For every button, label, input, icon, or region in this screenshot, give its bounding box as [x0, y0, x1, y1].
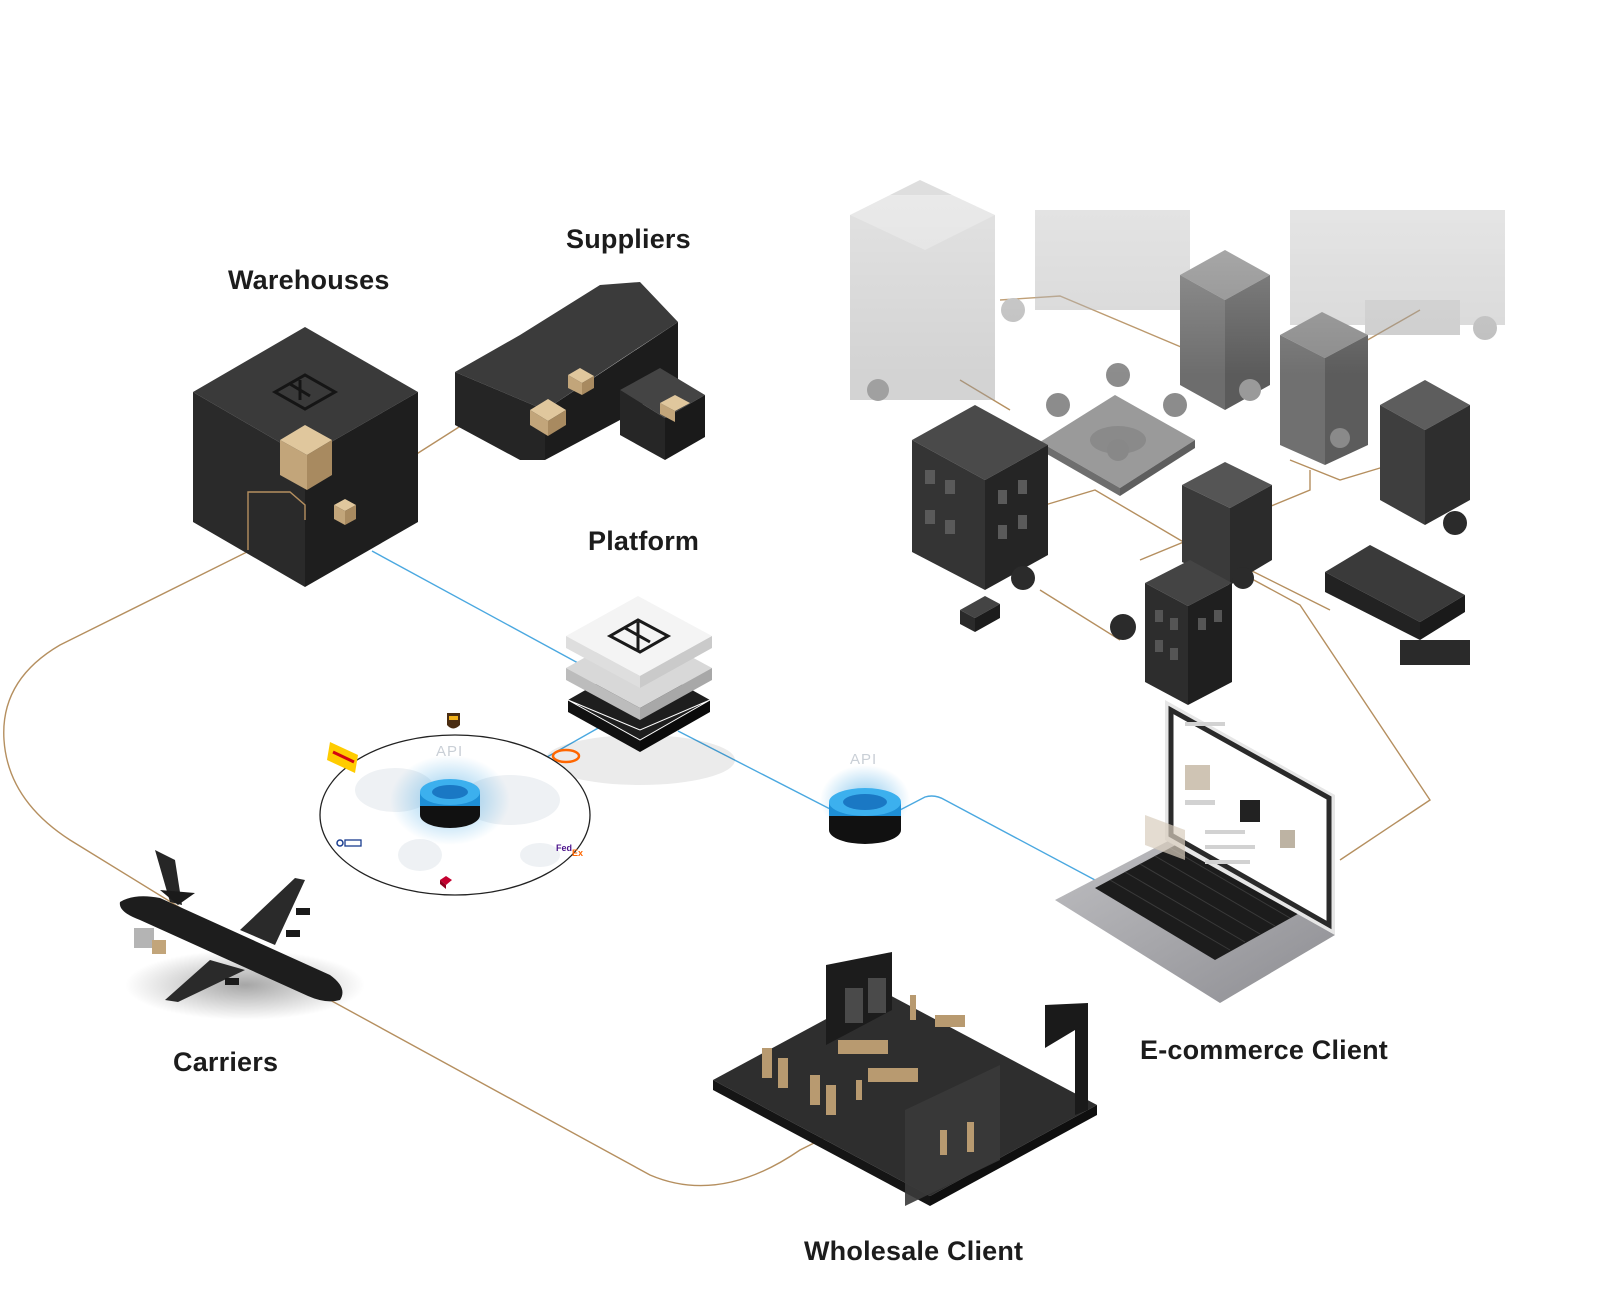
ecommerce-client-label: E-commerce Client — [1140, 1035, 1388, 1065]
warehouse-logo-icon — [271, 373, 339, 411]
warehouses-label: Warehouses — [228, 265, 390, 295]
node-labels: Warehouses Suppliers Platform Carriers E… — [173, 224, 1388, 1266]
ups-logo-icon — [447, 713, 460, 729]
supplier-gold-box-3 — [660, 395, 690, 422]
carrier-airplane — [119, 850, 365, 1020]
warehouse-cube — [193, 327, 418, 587]
gold-box-large — [280, 425, 332, 490]
platform-stack — [545, 596, 735, 785]
carrier-api-hub: API Fed Ex — [319, 713, 591, 896]
fedex-logo-icon: Fed Ex — [556, 843, 583, 858]
gold-box-small — [334, 499, 356, 525]
tnt-logo-icon — [551, 748, 581, 764]
link-city-grid-7 — [1289, 459, 1391, 481]
suppliers-label: Suppliers — [566, 224, 691, 254]
city-building-front — [1145, 560, 1232, 705]
platform-logo-icon — [606, 618, 672, 654]
city-building-center — [1182, 462, 1272, 585]
city-building-right — [1380, 380, 1470, 525]
city-district — [840, 180, 1520, 705]
wholesale-merch — [762, 995, 974, 1155]
carriers-label: Carriers — [173, 1047, 278, 1077]
svg-text:Fed: Fed — [556, 843, 572, 853]
svg-text:Ex: Ex — [572, 848, 583, 858]
city-building-left — [912, 405, 1048, 590]
dpd-logo-icon — [440, 876, 452, 889]
client-api-hub: API — [820, 751, 910, 844]
link-warehouse-loop — [3, 547, 831, 1187]
link-platform-clientapi — [677, 730, 833, 811]
wholesale-client-label: Wholesale Client — [804, 1236, 1023, 1266]
supplier-factory — [455, 282, 705, 460]
link-warehouse-platform — [371, 550, 579, 664]
warehouse-circuit-line — [247, 491, 306, 550]
city-gas-station — [1325, 545, 1470, 665]
wholesale-store — [713, 952, 1097, 1206]
dhl-logo-icon — [327, 742, 358, 773]
city-truck — [960, 596, 1000, 632]
ecommerce-laptop — [1055, 700, 1335, 1003]
ecommerce-screen-content — [1185, 722, 1295, 864]
carrier-api-label: API — [436, 743, 463, 760]
platform-label: Platform — [588, 526, 699, 556]
supplier-gold-box-2 — [568, 368, 594, 395]
link-city-grid-5 — [959, 379, 1011, 411]
client-api-label: API — [850, 751, 877, 768]
supplier-gold-box-1 — [530, 399, 566, 436]
link-city-grid-3 — [1039, 589, 1121, 641]
umd-logo-icon — [336, 839, 362, 847]
link-city-grid-2 — [1249, 569, 1331, 611]
forklift-icon — [134, 928, 166, 954]
link-clientapi-laptop — [899, 795, 1096, 881]
